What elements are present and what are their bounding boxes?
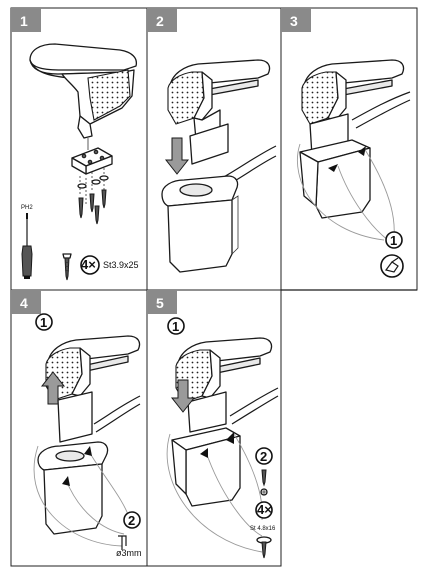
- screw-spec: St3.9x25: [103, 260, 139, 270]
- armrest-lid-illustration: [29, 43, 138, 139]
- svg-text:2: 2: [128, 513, 135, 528]
- quantity-callout: 4×: [255, 501, 273, 519]
- svg-text:2: 2: [260, 449, 267, 464]
- down-arrow-icon: [170, 379, 196, 413]
- console-base-illustration: [37, 441, 109, 535]
- step-5-panel: 5 1 2: [146, 289, 282, 567]
- drill-icon: ø3mm: [116, 535, 142, 558]
- down-arrow-icon: [164, 137, 190, 175]
- step-4-callout-top: 1: [35, 313, 53, 331]
- mounting-bracket-illustration: [71, 138, 113, 225]
- mount-post-illustration: [57, 391, 141, 443]
- screw-quantity: 4×: [257, 502, 272, 517]
- console-base-illustration: [161, 123, 277, 273]
- step-4-callout-bottom: 2: [123, 511, 141, 529]
- step-4-badge: [11, 290, 41, 314]
- step-4-panel: 4 1 2: [10, 289, 148, 567]
- quantity-callout: 4× St3.9x25: [80, 255, 139, 275]
- washer-screw-icon: [256, 536, 272, 559]
- step-1-badge: [11, 8, 41, 32]
- screwdriver-icon: PH2: [21, 205, 33, 279]
- step-3-callout: 1: [385, 231, 403, 249]
- step-2-panel: 2: [146, 7, 282, 291]
- screw-spec: St 4.8x16: [250, 526, 276, 532]
- step-5-callout-top: 1: [167, 317, 185, 335]
- clip-release-icon: [380, 254, 404, 278]
- step-3-panel: 3 1: [280, 7, 418, 291]
- step-2-number: 2: [156, 13, 164, 29]
- step-4-number: 4: [20, 295, 28, 311]
- step-5-number: 5: [156, 295, 164, 311]
- step-1-panel: 1 PH: [10, 7, 148, 291]
- step-5-badge: [147, 290, 177, 314]
- screwdriver-label: PH2: [21, 205, 33, 211]
- svg-text:1: 1: [390, 233, 397, 248]
- screw-icon: [260, 469, 268, 496]
- step-3-number: 3: [290, 13, 298, 29]
- screw-icon: [62, 253, 72, 281]
- step-5-callout-bottom: 2: [255, 447, 273, 465]
- drill-size: ø3mm: [116, 548, 142, 558]
- console-base-illustration: [171, 387, 279, 507]
- svg-text:1: 1: [40, 315, 47, 330]
- svg-text:1: 1: [172, 319, 179, 334]
- step-3-badge: [281, 8, 311, 32]
- step-1-number: 1: [20, 13, 28, 29]
- screw-quantity: 4×: [81, 257, 96, 272]
- step-2-badge: [147, 8, 177, 32]
